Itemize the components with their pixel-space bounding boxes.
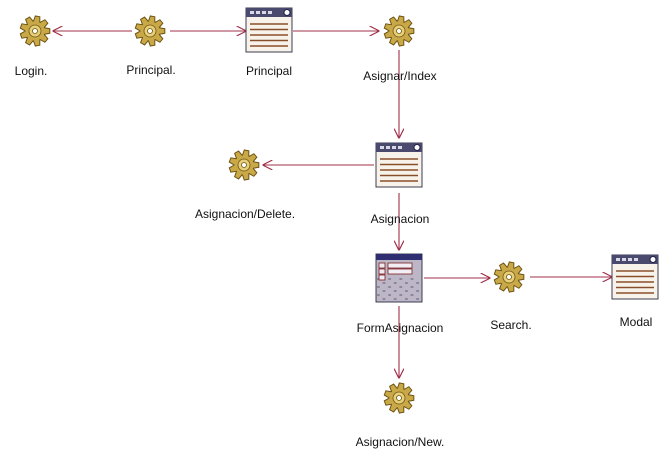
node-label-search: Search. <box>490 318 531 332</box>
nodes-layer: Login. Principal. Principal Asignar/IndexAs… <box>15 7 659 449</box>
node-label-form-asignacion: FormAsignacion <box>357 321 444 335</box>
node-label-asignar-index: Asignar/Index <box>363 69 436 83</box>
node-principal-server[interactable]: Principal. <box>126 15 176 77</box>
node-label-asignacion-new: Asignacion/New. <box>356 435 445 449</box>
node-principal-client[interactable]: Principal <box>245 7 293 78</box>
node-label-principal-client: Principal <box>246 64 292 78</box>
gear-icon <box>228 149 260 181</box>
node-login[interactable]: Login. <box>15 15 51 78</box>
node-label-login: Login. <box>15 64 48 78</box>
node-label-principal-server: Principal. <box>126 63 175 77</box>
node-asignacion[interactable]: Asignacion <box>371 142 430 226</box>
node-label-modal: Modal <box>620 315 653 329</box>
form-icon <box>375 253 423 303</box>
page-icon <box>611 254 659 300</box>
node-modal[interactable]: Modal <box>611 254 659 329</box>
node-asignacion-delete[interactable]: Asignacion/Delete. <box>195 149 295 221</box>
page-icon <box>375 142 423 188</box>
node-asignacion-new[interactable]: Asignacion/New. <box>356 382 445 449</box>
connectors-layer <box>53 31 612 378</box>
node-form-asignacion[interactable]: FormAsignacion <box>357 253 444 335</box>
node-label-asignacion: Asignacion <box>371 212 430 226</box>
node-label-asignacion-delete: Asignacion/Delete. <box>195 207 295 221</box>
gear-icon <box>19 15 51 47</box>
node-asignar-index[interactable]: Asignar/Index <box>363 15 437 83</box>
gear-icon <box>383 15 415 47</box>
gear-icon <box>493 261 525 293</box>
node-search[interactable]: Search. <box>490 261 532 332</box>
gear-icon <box>383 382 415 414</box>
gear-icon <box>134 15 166 47</box>
page-icon <box>245 7 293 53</box>
